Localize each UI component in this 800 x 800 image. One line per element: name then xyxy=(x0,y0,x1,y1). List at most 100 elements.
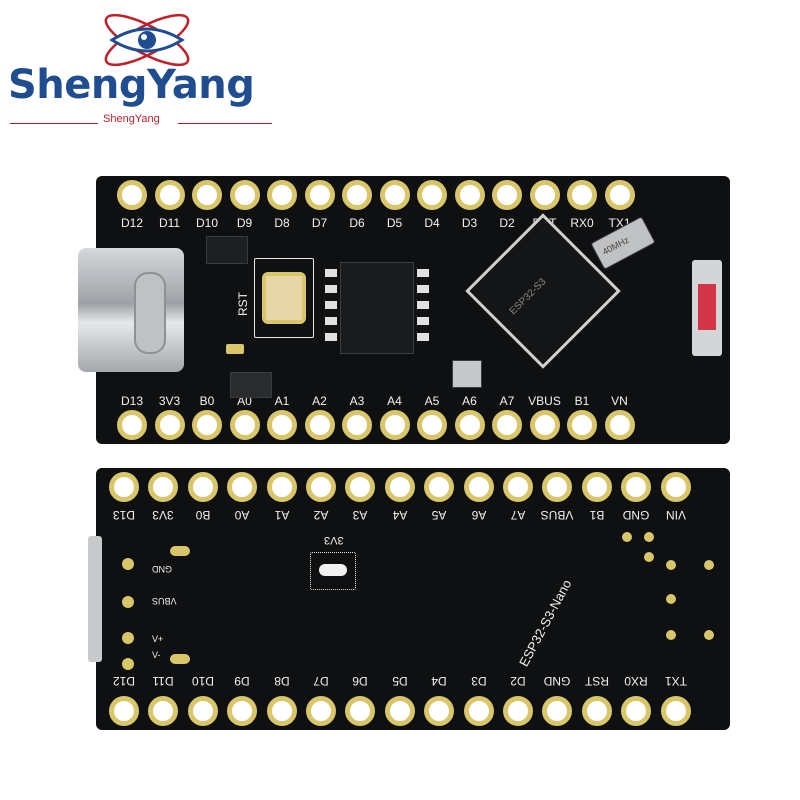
header-pin xyxy=(621,472,652,502)
header-pin xyxy=(345,696,376,726)
regulator-chip xyxy=(206,236,248,264)
led-pad xyxy=(226,344,244,354)
pin-label: D7 xyxy=(311,216,328,230)
test-pad xyxy=(170,546,190,556)
eye-orbit-logo-icon xyxy=(104,13,190,67)
pin-label: A7 xyxy=(499,394,515,408)
header-pin xyxy=(379,180,410,210)
pin-label: D3 xyxy=(461,216,478,230)
crystal-marking: 40MHz xyxy=(600,234,631,257)
pin-label: D7 xyxy=(313,674,329,688)
pin-label: D2 xyxy=(499,216,515,230)
header-pin xyxy=(266,696,297,726)
via-pad xyxy=(666,594,676,604)
header-pin xyxy=(117,410,147,440)
header-pin xyxy=(187,472,218,502)
pin-label: D8 xyxy=(274,216,290,230)
side-label-vbus: VBUS xyxy=(152,596,177,606)
header-pin xyxy=(345,472,376,502)
via-pad xyxy=(704,630,714,640)
pin-label: A3 xyxy=(353,508,368,522)
header-pin xyxy=(424,696,455,726)
pin-label: D13 xyxy=(120,394,144,408)
header-pin xyxy=(417,180,447,210)
pin-label: RX0 xyxy=(570,216,594,230)
pin-label: RST xyxy=(584,674,609,688)
header-pin xyxy=(342,410,372,440)
header-pin xyxy=(384,472,415,502)
header-pin xyxy=(529,410,560,440)
pin-label: D5 xyxy=(386,216,403,230)
header-pin xyxy=(463,472,494,502)
header-pin xyxy=(109,696,139,726)
pin-label: D6 xyxy=(349,216,365,230)
pin-label: A4 xyxy=(392,508,408,522)
pin-label: D13 xyxy=(112,508,136,522)
header-pin xyxy=(503,472,533,502)
header-pin xyxy=(117,180,147,210)
pin-label: D12 xyxy=(112,674,136,688)
header-pin xyxy=(379,410,410,440)
header-pin xyxy=(542,696,573,726)
diode xyxy=(230,372,272,398)
header-pin xyxy=(304,410,335,440)
header-pin xyxy=(192,180,222,210)
pin-label: D12 xyxy=(120,216,144,230)
pin-label: A6 xyxy=(462,394,477,408)
test-pad xyxy=(170,654,190,664)
header-pin xyxy=(109,472,139,502)
test-pad xyxy=(122,632,134,644)
header-pin xyxy=(660,696,691,726)
pin-label: B0 xyxy=(199,394,215,408)
rgb-led xyxy=(692,260,722,356)
via-pad xyxy=(704,560,714,570)
test-pad xyxy=(122,658,134,670)
jumper-label: 3V3 xyxy=(324,534,344,546)
brand-subtitle: ShengYang xyxy=(103,113,160,125)
header-pin xyxy=(304,180,335,210)
via-pad xyxy=(644,532,654,542)
pin-label: B0 xyxy=(195,508,211,522)
pin-label: VN xyxy=(611,394,628,408)
pin-label: B1 xyxy=(589,508,605,522)
pin-label: A3 xyxy=(349,394,365,408)
header-pin xyxy=(604,410,635,440)
pin-label: D10 xyxy=(191,674,214,688)
header-pin xyxy=(567,180,597,210)
top-board-image: D12D11D10D9D8D7D6D5D4D3D2RSTRX0TX1 D133V… xyxy=(78,176,730,444)
pin-label: D11 xyxy=(158,216,181,230)
via-pad xyxy=(644,552,654,562)
pin-label: VIN xyxy=(665,508,686,522)
header-pin xyxy=(454,410,485,440)
header-pin xyxy=(542,472,573,502)
rst-silkscreen: RST xyxy=(236,292,250,316)
pin-label: D4 xyxy=(424,216,440,230)
header-pin xyxy=(417,410,447,440)
pin-label: A2 xyxy=(313,508,329,522)
pin-label: D6 xyxy=(352,674,369,688)
test-pad xyxy=(122,558,134,570)
via-pad xyxy=(622,532,632,542)
pin-label: GND xyxy=(544,674,571,688)
header-pin xyxy=(154,410,185,440)
header-pin xyxy=(503,696,533,726)
header-pin xyxy=(267,410,297,440)
3v3-jumper xyxy=(310,552,356,590)
small-crystal xyxy=(452,360,482,388)
header-pin xyxy=(424,472,455,502)
usb-serial-chip xyxy=(325,262,429,354)
reset-button xyxy=(262,272,306,324)
pin-label: D9 xyxy=(234,674,250,688)
header-pin xyxy=(492,410,522,440)
pin-label: A0 xyxy=(234,508,250,522)
header-pin xyxy=(581,472,612,502)
header-pin xyxy=(148,696,179,726)
header-pin xyxy=(148,472,179,502)
esp32-s3-chip: ESP32-S3 xyxy=(465,213,621,369)
header-pin xyxy=(660,472,691,502)
reset-button-outline xyxy=(254,258,314,338)
via-pad xyxy=(666,560,676,570)
header-pin xyxy=(187,696,218,726)
pin-label: TX1 xyxy=(664,674,687,688)
header-pin xyxy=(342,180,372,210)
